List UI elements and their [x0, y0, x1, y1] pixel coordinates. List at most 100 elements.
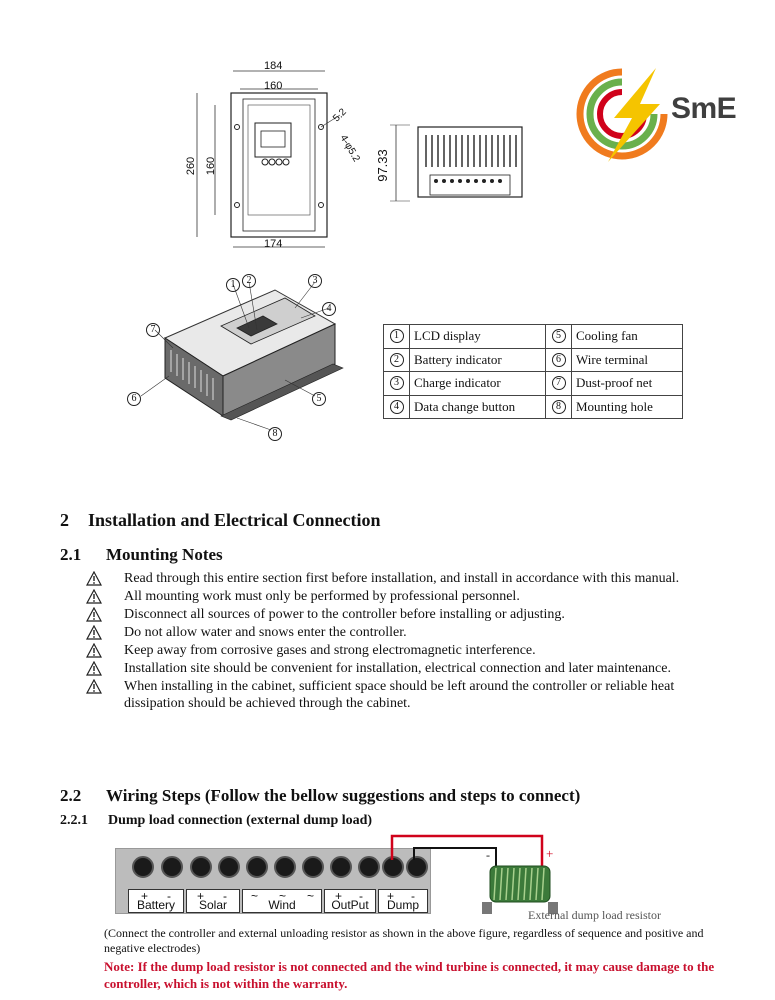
terminal-sign: + — [197, 889, 205, 903]
terminal-battery: + - Battery — [128, 889, 184, 913]
dump-load-wiring — [390, 834, 558, 914]
legend-row: 3 Charge indicator 7 Dust-proof net — [383, 371, 683, 396]
legend-label: Dust-proof net — [571, 371, 683, 396]
resistor-minus-label: - — [486, 848, 490, 862]
list-item: Read through this entire section first b… — [86, 570, 726, 587]
terminal-hole — [358, 856, 380, 878]
dim-174: 174 — [264, 238, 283, 250]
warning-icon — [86, 571, 102, 586]
legend-label: Charge indicator — [409, 371, 546, 396]
terminal-sign: - — [411, 889, 415, 903]
resistor-plus-label: + — [546, 846, 554, 861]
warning-icon — [86, 607, 102, 622]
section-number: 2.1 — [60, 545, 82, 564]
wiring-paragraph: (Connect the controller and external unl… — [104, 926, 704, 955]
terminal-name: Wind — [268, 898, 296, 912]
section-title: Dump load connection (external dump load… — [108, 813, 373, 828]
resistor-caption: External dump load resistor — [528, 908, 661, 922]
legend-label: Cooling fan — [571, 324, 683, 349]
terminal-dump: + - Dump — [378, 889, 428, 913]
terminal-hole — [132, 856, 154, 878]
warranty-note: Note: If the dump load resistor is not c… — [104, 959, 715, 991]
terminal-sign: - — [359, 889, 363, 903]
dim-184: 184 — [264, 60, 283, 72]
terminal-hole — [330, 856, 352, 878]
note-text: Read through this entire section first b… — [124, 571, 680, 586]
legend-label: Data change button — [409, 394, 546, 419]
callout-5: 5 — [312, 392, 326, 406]
callout-3: 3 — [308, 274, 322, 288]
note-text: Disconnect all sources of power to the c… — [124, 607, 565, 622]
dim-260: 260 — [185, 156, 198, 176]
warning-icon — [86, 661, 102, 676]
dim-97-33: 97.33 — [374, 149, 390, 182]
terminal-name: Solar — [198, 898, 227, 912]
callout-1: 1 — [226, 278, 240, 292]
legend-row: 1 LCD display 5 Cooling fan — [383, 324, 683, 349]
dim-160-side: 160 — [205, 156, 218, 176]
iso-view-drawing — [140, 281, 344, 431]
terminal-hole — [218, 856, 240, 878]
section-number: 2.2 — [60, 786, 82, 805]
section-2-2-1-heading: 2.2.1 Dump load connection (external dump… — [60, 813, 372, 829]
section-2-2-heading: 2.2 Wiring Steps (Follow the bellow sugge… — [60, 786, 580, 806]
terminal-wind: ~ ~ ~ Wind — [242, 889, 322, 913]
legend-row: 2 Battery indicator 6 Wire terminal — [383, 347, 683, 372]
terminal-sign: + — [141, 889, 149, 903]
warning-icon — [86, 679, 102, 694]
legend-num: 3 — [389, 376, 404, 391]
legend-num: 7 — [551, 376, 566, 391]
legend-num: 5 — [551, 329, 566, 344]
section-number: 2.2.1 — [60, 813, 88, 828]
terminal-sign: ~ — [279, 889, 287, 903]
warning-icon — [86, 625, 102, 640]
terminal-sign: + — [387, 889, 395, 903]
terminal-sign: + — [335, 889, 343, 903]
mounting-notes-list: Read through this entire section first b… — [86, 570, 726, 713]
terminal-hole — [161, 856, 183, 878]
list-item: Disconnect all sources of power to the c… — [86, 606, 726, 623]
warning-icon — [86, 589, 102, 604]
list-item: Keep away from corrosive gases and stron… — [86, 642, 726, 659]
legend-num: 4 — [389, 399, 404, 414]
terminal-hole — [406, 856, 428, 878]
terminal-name: OutPut — [331, 898, 369, 912]
list-item: Installation site should be convenient f… — [86, 660, 726, 677]
legend-label: Mounting hole — [571, 394, 683, 419]
side-view-drawing — [390, 124, 523, 202]
terminal-sign: ~ — [307, 889, 315, 903]
note-text: All mounting work must only be performed… — [124, 589, 520, 604]
callout-4: 4 — [322, 302, 336, 316]
terminal-name: Dump — [386, 898, 419, 912]
note-text: Installation site should be convenient f… — [124, 661, 671, 676]
parts-legend-table: 1 LCD display 5 Cooling fan 2 Battery in… — [383, 324, 683, 419]
callout-6: 6 — [127, 392, 141, 406]
terminal-solar: + - Solar — [186, 889, 240, 913]
list-item: All mounting work must only be performed… — [86, 588, 726, 605]
callout-7: 7 — [146, 323, 160, 337]
terminal-output: + - OutPut — [324, 889, 376, 913]
list-item: When installing in the cabinet, sufficie… — [86, 678, 726, 712]
legend-label: Battery indicator — [409, 347, 546, 372]
terminal-sign: ~ — [251, 889, 259, 903]
legend-num: 1 — [389, 329, 404, 344]
front-view-drawing — [196, 70, 341, 248]
list-item: Do not allow water and snows enter the c… — [86, 624, 726, 641]
note-text: Do not allow water and snows enter the c… — [124, 625, 407, 640]
legend-num: 8 — [551, 399, 566, 414]
terminal-name: Battery — [136, 898, 175, 912]
warning-icon — [86, 643, 102, 658]
section-title: Installation and Electrical Connection — [88, 510, 381, 530]
note-text: Keep away from corrosive gases and stron… — [124, 643, 536, 658]
legend-num: 2 — [389, 352, 404, 367]
callout-8: 8 — [268, 427, 282, 441]
logo-text: SmE — [671, 92, 737, 125]
section-title: Wiring Steps (Follow the bellow suggesti… — [106, 786, 581, 805]
legend-row: 4 Data change button 8 Mounting hole — [383, 394, 683, 419]
terminal-hole — [274, 856, 296, 878]
terminal-sign: - — [167, 889, 171, 903]
dim-160-top: 160 — [264, 80, 283, 92]
terminal-hole — [246, 856, 268, 878]
